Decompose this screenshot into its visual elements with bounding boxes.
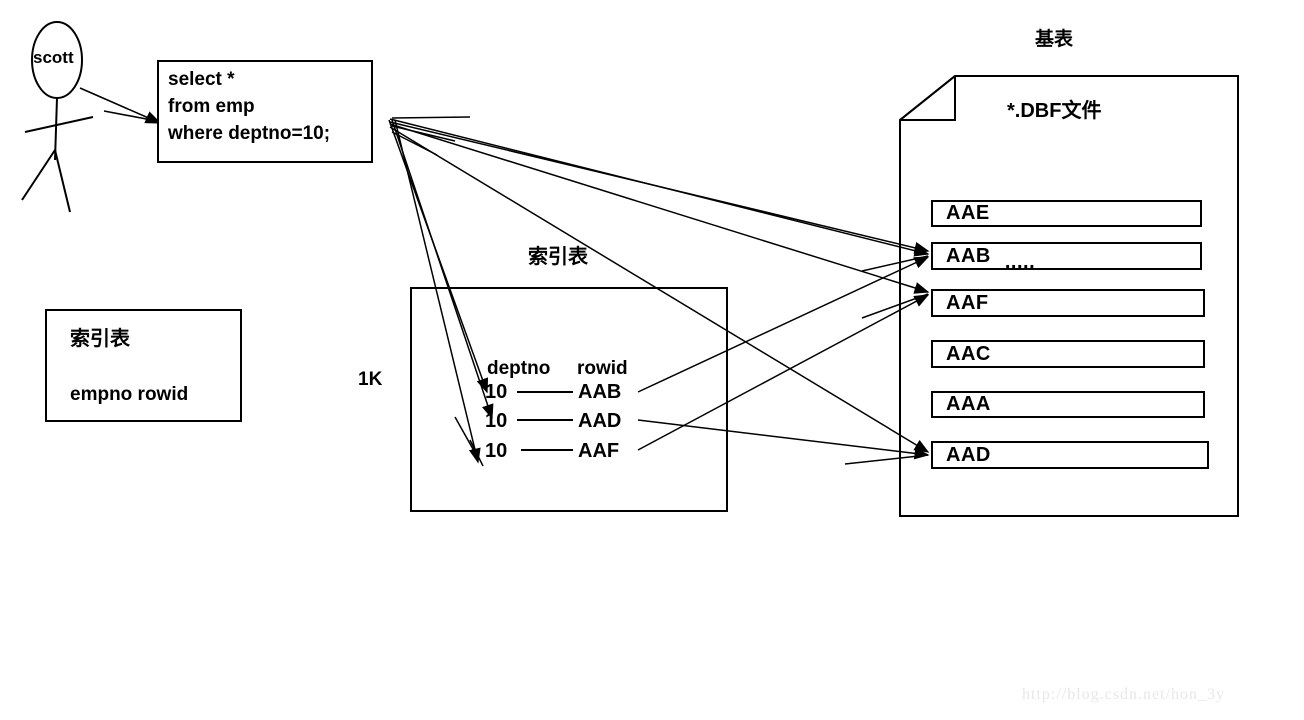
index-to-base-table-arrows <box>637 255 930 465</box>
index-row-rowid: AAB <box>578 381 622 403</box>
index-row-connectors <box>517 391 573 451</box>
dbf-row-trailing: ..... <box>1004 250 1036 273</box>
sql-line-3: where deptno=10; <box>168 122 331 144</box>
watermark: http://blog.csdn.net/hon_3y <box>1022 686 1225 703</box>
index-row-deptno: 10 <box>485 440 508 462</box>
index-header-deptno: deptno <box>487 358 551 379</box>
dbf-row-label: AAC <box>946 342 991 365</box>
index-table-box <box>410 287 728 512</box>
dbf-row-label: AAF <box>946 291 989 314</box>
dbf-row: AAD <box>931 441 1209 469</box>
base-table-title: 基表 <box>1035 29 1074 50</box>
index-table-header: deptno rowid <box>487 358 628 380</box>
sql-line-1: select * <box>168 69 235 90</box>
index-table-row: 10 AAB <box>485 381 621 404</box>
sql-line-2: from emp <box>168 95 255 117</box>
index-row-deptno: 10 <box>485 410 508 432</box>
sql-query-text: select * from emp where deptno=10; <box>168 67 330 148</box>
dbf-row: AAA <box>931 391 1205 418</box>
index-row-deptno: 10 <box>485 381 508 403</box>
dbf-row-label: AAB <box>946 244 991 267</box>
index-table-row: 10 AAD <box>485 410 621 433</box>
legend-title: 索引表 <box>70 328 130 350</box>
actor-label: scott <box>33 48 74 67</box>
index-header-rowid: rowid <box>577 358 628 379</box>
dbf-row: AAE <box>931 200 1202 227</box>
actor-to-query-arrow <box>79 87 162 124</box>
dbf-row: AAB..... <box>931 242 1202 273</box>
index-table-row: 10 AAF <box>485 440 619 463</box>
dbf-document-outline <box>899 75 1239 517</box>
stick-figure-icon <box>21 21 94 213</box>
dbf-row: AAC <box>931 340 1205 368</box>
dbf-file-label: *.DBF文件 <box>1007 100 1102 122</box>
index-row-rowid: AAD <box>578 410 622 432</box>
index-row-rowid: AAF <box>578 440 620 462</box>
sql-query-box[interactable] <box>157 60 373 163</box>
dbf-row: AAF <box>931 289 1205 317</box>
dbf-row-label: AAE <box>946 202 990 224</box>
block-size-label: 1K <box>358 369 383 390</box>
dbf-row-label: AAA <box>946 393 991 415</box>
index-table-title: 索引表 <box>528 246 588 268</box>
query-to-index-table-arrows <box>388 119 494 467</box>
legend-index-box <box>45 309 242 422</box>
legend-columns: empno rowid <box>70 384 189 405</box>
dbf-row-label: AAD <box>946 443 991 466</box>
